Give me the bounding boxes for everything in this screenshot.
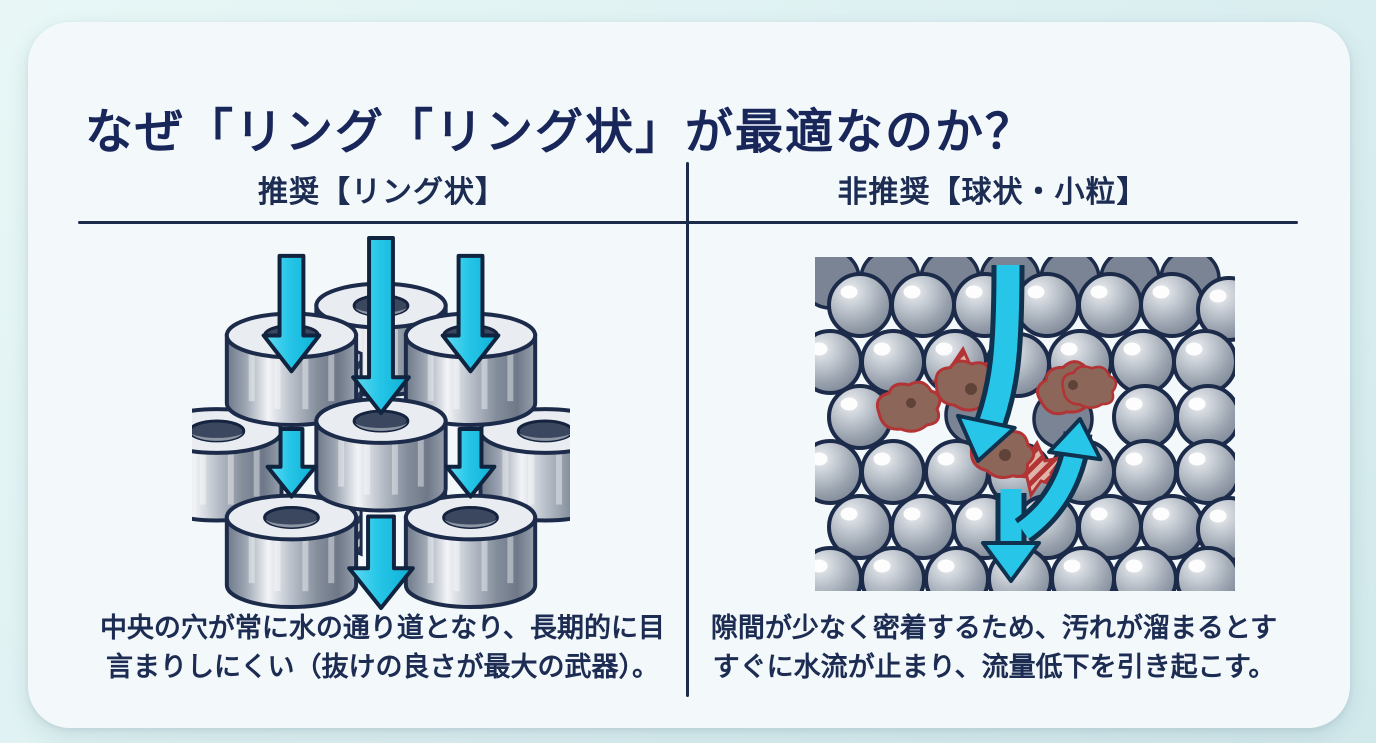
up-curved-arrow-icon	[1047, 417, 1103, 462]
down-arrow-icon	[261, 253, 322, 374]
blocked-flow-arrows	[955, 264, 1103, 583]
caption-not-recommended: 隙間が少なく密着するため、汚れが溜まるとす すぐに水流が止まり、流量低下を引き起…	[700, 609, 1288, 687]
ring-media-illustration	[192, 235, 570, 611]
down-arrow-icon	[347, 514, 415, 611]
column-header-recommended: 推奨【リング状】	[258, 176, 506, 209]
down-arrow-icon	[981, 541, 1041, 583]
column-header-not-recommended: 非推奨【球状・小粒】	[837, 176, 1148, 209]
caption-recommended: 中央の穴が常に水の通り道となり、長期的に目 言まりしにくい（抜けの良さが最大の武…	[85, 609, 680, 687]
down-arrow-icon	[440, 253, 501, 374]
ring-media-icon	[406, 496, 535, 607]
caption-line: 中央の穴が常に水の通り道となり、長期的に目	[99, 613, 666, 643]
sphere-media-icon	[827, 272, 893, 338]
water-flow-arrows	[261, 235, 501, 611]
down-arrow-icon	[444, 426, 497, 499]
down-arrow-icon	[265, 426, 318, 499]
down-arrow-icon	[351, 235, 411, 416]
caption-line: すぐに水流が止まり、流量低下を引き起こす。	[712, 651, 1276, 682]
column-divider	[686, 162, 689, 697]
page-title: なぜ「リング「リング状」が最適なのか？	[85, 106, 1036, 160]
caption-line: 言まりしにくい（抜けの良さが最大の武器）。	[106, 651, 659, 682]
caption-line: 隙間が少なく密着するため、汚れが溜まるとす	[710, 613, 1278, 643]
ring-media-icon	[227, 496, 356, 607]
down-arrow-icon	[955, 413, 1017, 463]
clogged-spheres-illustration	[815, 257, 1235, 591]
ring-stack	[192, 284, 570, 607]
ring-media-icon	[316, 399, 445, 510]
